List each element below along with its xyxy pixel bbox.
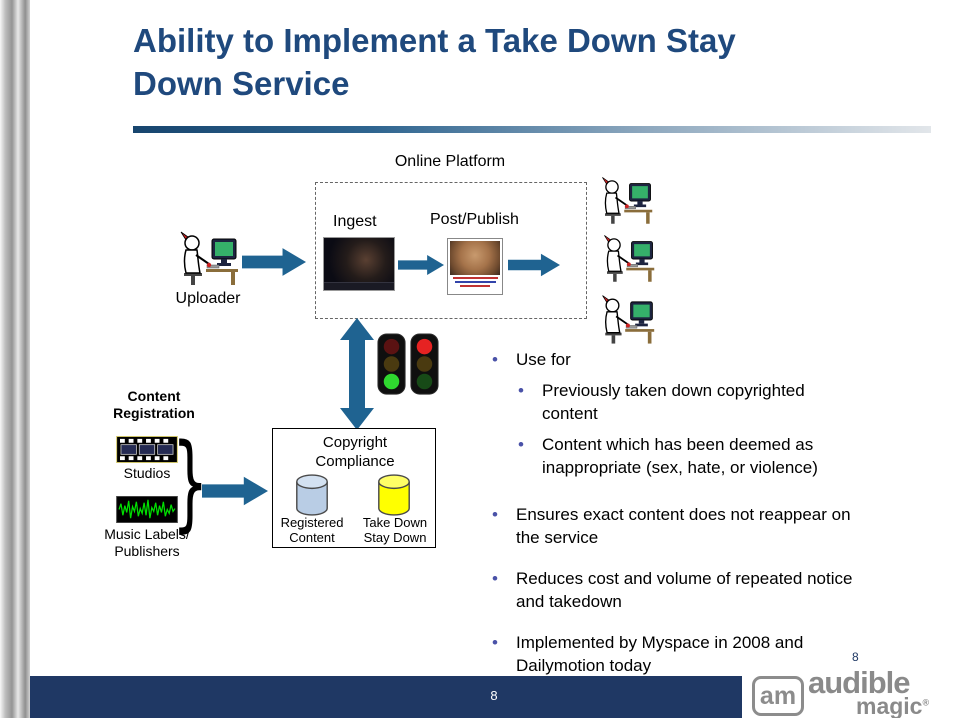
publish-to-viewers-arrow-icon: [508, 253, 560, 277]
caption-line: [452, 277, 498, 279]
logo-word-magic: magic®: [856, 693, 929, 718]
film-strip-icon: [116, 436, 178, 463]
corner-page-number: 8: [852, 650, 859, 664]
ingest-to-publish-arrow-icon: [398, 255, 444, 275]
platform-compliance-double-arrow-icon: [340, 318, 374, 430]
copyright-compliance-title: Copyright Compliance: [315, 434, 395, 470]
list-item: • Implemented by Myspace in 2008 and Dai…: [492, 631, 926, 677]
registered-trademark-icon: ®: [922, 697, 930, 708]
video-controls-bar: [324, 282, 394, 290]
registered-content-label: Registered Content: [280, 515, 344, 545]
left-edge-strip: [0, 0, 30, 718]
bullet-icon: •: [518, 381, 524, 400]
bullet-icon: •: [492, 350, 498, 369]
audible-magic-logo: am audible magic®: [742, 664, 958, 718]
uploader-to-platform-arrow-icon: [242, 248, 306, 276]
bullet-list: • Use for • Previously taken down copyri…: [492, 348, 926, 677]
title-divider: [133, 126, 931, 133]
bullet-text: Implemented by Myspace in 2008 and Daily…: [516, 633, 804, 675]
bullet-icon: •: [518, 435, 524, 454]
bullet-text: Use for: [516, 350, 571, 369]
traffic-light-icon: [377, 333, 439, 395]
take-down-stay-down-label: Take Down Stay Down: [362, 515, 428, 545]
bullet-text: Content which has been deemed as inappro…: [542, 435, 818, 477]
copyright-compliance-box: Copyright Compliance Registered Content …: [272, 428, 436, 548]
ingest-video-thumbnail: [323, 237, 395, 291]
video-face-image: [450, 241, 500, 275]
list-item: • Content which has been deemed as inapp…: [518, 433, 926, 479]
take-down-database-cylinder-icon: [378, 474, 410, 516]
caption-line: [454, 281, 496, 283]
list-item: • Reduces cost and volume of repeated no…: [492, 567, 926, 613]
list-item: • Previously taken down copyrighted cont…: [518, 379, 926, 425]
logo-word-magic-text: magic: [856, 693, 923, 718]
brace-icon: }: [172, 421, 209, 543]
bullet-text: Ensures exact content does not reappear …: [516, 505, 851, 547]
uploader-person-computer-icon: [180, 231, 239, 286]
logo-word-audible: audible: [808, 665, 911, 700]
bullet-icon: •: [492, 505, 498, 524]
list-item: • Use for: [492, 348, 926, 371]
page-title: Ability to Implement a Take Down Stay Do…: [133, 22, 736, 102]
content-registration-label: Content Registration: [113, 388, 195, 421]
studios-label: Studios: [123, 465, 171, 481]
published-video-thumbnail: [447, 238, 503, 295]
caption-line: [460, 285, 490, 287]
bullet-icon: •: [492, 569, 498, 588]
waveform-icon: [116, 496, 178, 523]
uploader-label: Uploader: [175, 290, 241, 307]
viewer-person-computer-icon: [601, 176, 654, 225]
registration-to-compliance-arrow-icon: [202, 476, 268, 506]
bullet-text: Previously taken down copyrighted conten…: [542, 381, 805, 423]
am-logo-mark: am: [752, 676, 804, 716]
list-item: • Ensures exact content does not reappea…: [492, 503, 926, 549]
viewer-person-computer-icon: [601, 294, 656, 345]
bullet-icon: •: [492, 633, 498, 652]
music-labels-publishers-label: Music Labels/ Publishers: [104, 526, 190, 559]
registered-content-database-cylinder-icon: [296, 474, 328, 516]
viewer-person-computer-icon: [603, 234, 656, 283]
online-platform-box: [315, 182, 587, 319]
ingest-label: Ingest: [333, 213, 377, 230]
bullet-text: Reduces cost and volume of repeated noti…: [516, 569, 853, 611]
page-number: 8: [490, 688, 498, 703]
online-platform-label: Online Platform: [394, 153, 506, 170]
post-publish-label: Post/Publish: [430, 211, 519, 228]
